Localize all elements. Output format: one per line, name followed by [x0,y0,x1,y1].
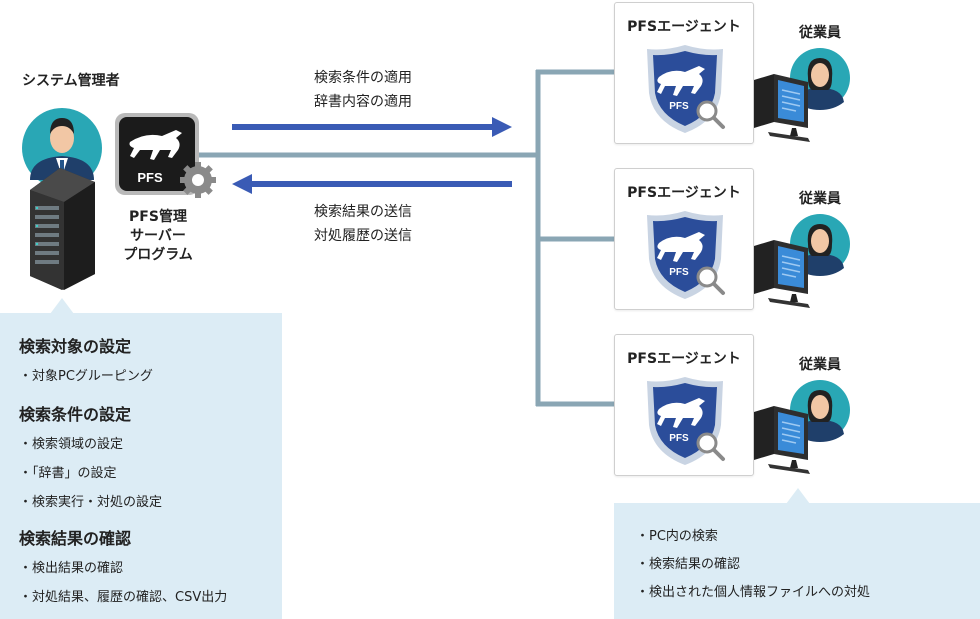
panel-section: 検索条件の設定 ・検索領域の設定 ・「辞書」の設定 ・検索実行・対処の設定 [19,401,162,510]
section-item: ・対処結果、履歴の確認、CSV出力 [19,590,228,605]
pfs-server-logo: PFS [115,113,199,195]
message-to-server: 検索結果の送信 対処履歴の送信 [314,200,412,248]
employee-label: 従業員 [799,25,841,41]
agent-logo-text: PFS [669,101,689,112]
employee-label: 従業員 [799,191,841,207]
pfs-agent-shield-icon: PFS [647,377,725,465]
feature-item: ・検索結果の確認 [636,557,741,572]
agent-title: PFSエージェント [627,351,741,367]
message-line: 検索結果の送信 [314,204,412,220]
admin-title: システム管理者 [22,73,120,89]
server-label-line: サーバー [130,228,186,244]
agent-card: PFSエージェント PFS [614,2,754,144]
employee-feature-panel: ・PC内の検索 ・検索結果の確認 ・検出された個人情報ファイルへの対処 [614,503,980,619]
message-line: 検索条件の適用 [314,70,412,86]
agent-title: PFSエージェント [627,185,741,201]
admin-avatar [22,108,102,188]
section-item: ・検出結果の確認 [19,561,124,576]
employee-label: 従業員 [799,357,841,373]
agent-logo-text: PFS [669,267,689,278]
section-heading: 検索結果の確認 [19,529,132,548]
server-label-line: PFS管理 [129,209,187,225]
arrow-to-agents [232,117,512,137]
section-heading: 検索条件の設定 [19,405,132,424]
agent-card: PFSエージェント PFS [614,168,754,310]
arrow-to-server [232,174,512,194]
server-program-label: PFS管理 サーバー プログラム [108,208,208,265]
employee-feature-list: ・PC内の検索 ・検索結果の確認 ・検出された個人情報ファイルへの対処 [636,523,870,607]
employee-with-pc-icon [754,380,850,474]
message-line: 辞書内容の適用 [314,94,412,110]
panel-section: 検索結果の確認 ・検出結果の確認 ・対処結果、履歴の確認、CSV出力 [19,525,227,605]
section-item: ・対象PCグルーピング [19,369,153,384]
panel-section: 検索対象の設定 ・対象PCグルーピング [19,333,153,384]
employee-with-pc-icon [754,214,850,308]
section-item: ・「辞書」の設定 [19,466,117,481]
agent-title: PFSエージェント [627,19,741,35]
admin-panel-pointer [50,298,74,314]
gear-icon [180,162,216,198]
employee-panel-pointer [786,488,810,504]
employee-with-pc-icon [754,48,850,142]
server-label-line: プログラム [123,247,193,263]
admin-feature-panel: 検索対象の設定 ・対象PCグルーピング 検索条件の設定 ・検索領域の設定 ・「辞… [0,313,282,619]
pfs-agent-shield-icon: PFS [647,211,725,299]
section-item: ・検索領域の設定 [19,437,124,452]
feature-item: ・検出された個人情報ファイルへの対処 [636,585,871,600]
message-to-agents: 検索条件の適用 辞書内容の適用 [314,66,412,114]
message-line: 対処履歴の送信 [314,228,412,244]
section-heading: 検索対象の設定 [19,337,132,356]
server-logo-text: PFS [137,170,163,185]
feature-item: ・PC内の検索 [636,529,718,544]
agent-card: PFSエージェント PFS [614,334,754,476]
network-connector [198,69,614,407]
section-item: ・検索実行・対処の設定 [19,495,163,510]
agent-logo-text: PFS [669,433,689,444]
server-rack-icon [30,168,95,290]
pfs-agent-shield-icon: PFS [647,45,725,133]
